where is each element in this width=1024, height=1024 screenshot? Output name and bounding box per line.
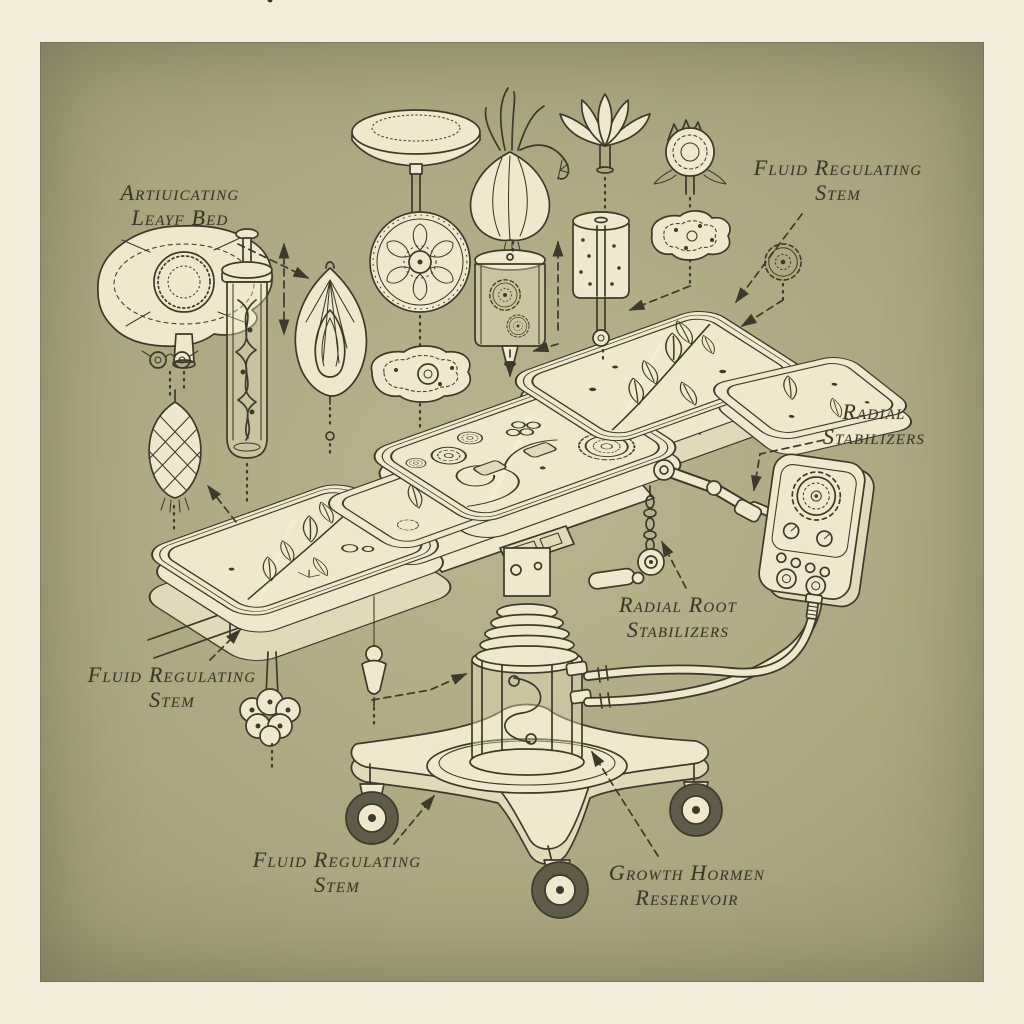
spectacle-seeds xyxy=(141,350,199,369)
label-fluid-regulating-stem-left: Fluid Regulating Stem xyxy=(62,662,282,712)
root-pod-cluster xyxy=(239,0,301,747)
leaf-tray-4 xyxy=(514,311,802,442)
label-articulating-leaf-bed: Artiuicating Leayf Bed xyxy=(70,180,290,230)
label-line: Leayf Bed xyxy=(131,205,229,230)
label-radial-root-stabilizers: Radial Root Stabilizers xyxy=(568,592,788,642)
caster-front xyxy=(531,845,589,919)
wavy-membrane-disc xyxy=(650,210,731,261)
spiral-vine-tube xyxy=(221,228,273,459)
weight-chain xyxy=(637,485,665,576)
label-line: Fluid Regulating xyxy=(252,847,422,872)
rosette-valve-disc xyxy=(369,211,471,313)
reservoir-ports xyxy=(565,660,592,705)
amoeba-disc xyxy=(370,345,472,403)
bellows-column xyxy=(475,547,579,667)
label-line: Stem xyxy=(815,180,861,205)
caster-left xyxy=(345,763,399,845)
gourd-cross-section xyxy=(294,261,368,405)
label-line: Radial Root xyxy=(618,592,738,617)
chrysanthemum-flower xyxy=(653,119,727,195)
label-line: Artiuicating xyxy=(120,180,240,205)
lotus-flower xyxy=(559,93,651,174)
handset-buttons xyxy=(775,552,831,578)
label-line: Fluid Regulating xyxy=(87,662,257,687)
label-line: Growth Hormen xyxy=(608,860,766,885)
star-base xyxy=(350,703,710,865)
plumb-bob xyxy=(361,595,387,707)
label-fluid-regulating-stem-bottom: Fluid Regulating Stem xyxy=(227,847,447,897)
assembly-dotted-lines xyxy=(168,176,785,770)
tray-hinges xyxy=(473,442,557,476)
leader-lines xyxy=(206,213,825,857)
handset-gear-dial xyxy=(791,471,842,521)
poppy-flower xyxy=(97,224,273,369)
handset-knob-big-left xyxy=(776,568,797,590)
label-fluid-regulating-stem-top: Fluid Regulating Stem xyxy=(728,155,948,205)
label-line: Radial xyxy=(842,399,906,424)
label-line: Stem xyxy=(314,872,360,897)
label-line: Stem xyxy=(149,687,195,712)
stabilizer-arm xyxy=(653,459,763,523)
onion-sprout-bulb xyxy=(469,87,570,253)
gear-flower xyxy=(764,243,802,281)
label-line: Stabilizers xyxy=(822,424,926,449)
disc-flower xyxy=(351,109,481,256)
gear-seed-canister xyxy=(474,249,546,367)
control-handset xyxy=(758,453,875,620)
label-line: Reserevoir xyxy=(635,885,739,910)
protea-bud xyxy=(148,389,202,513)
label-growth-hormone-reservoir: Growth Hormen Reserevoir xyxy=(577,860,797,910)
label-radial-stabilizers: Radial Stabilizers xyxy=(764,399,984,449)
leaf-tray-5 xyxy=(713,357,907,439)
fluid-tube-controller xyxy=(583,613,817,709)
specimen-canister xyxy=(572,211,630,347)
label-line: Stabilizers xyxy=(626,617,730,642)
label-line: Fluid Regulating xyxy=(753,155,923,180)
caster-right xyxy=(669,763,723,837)
